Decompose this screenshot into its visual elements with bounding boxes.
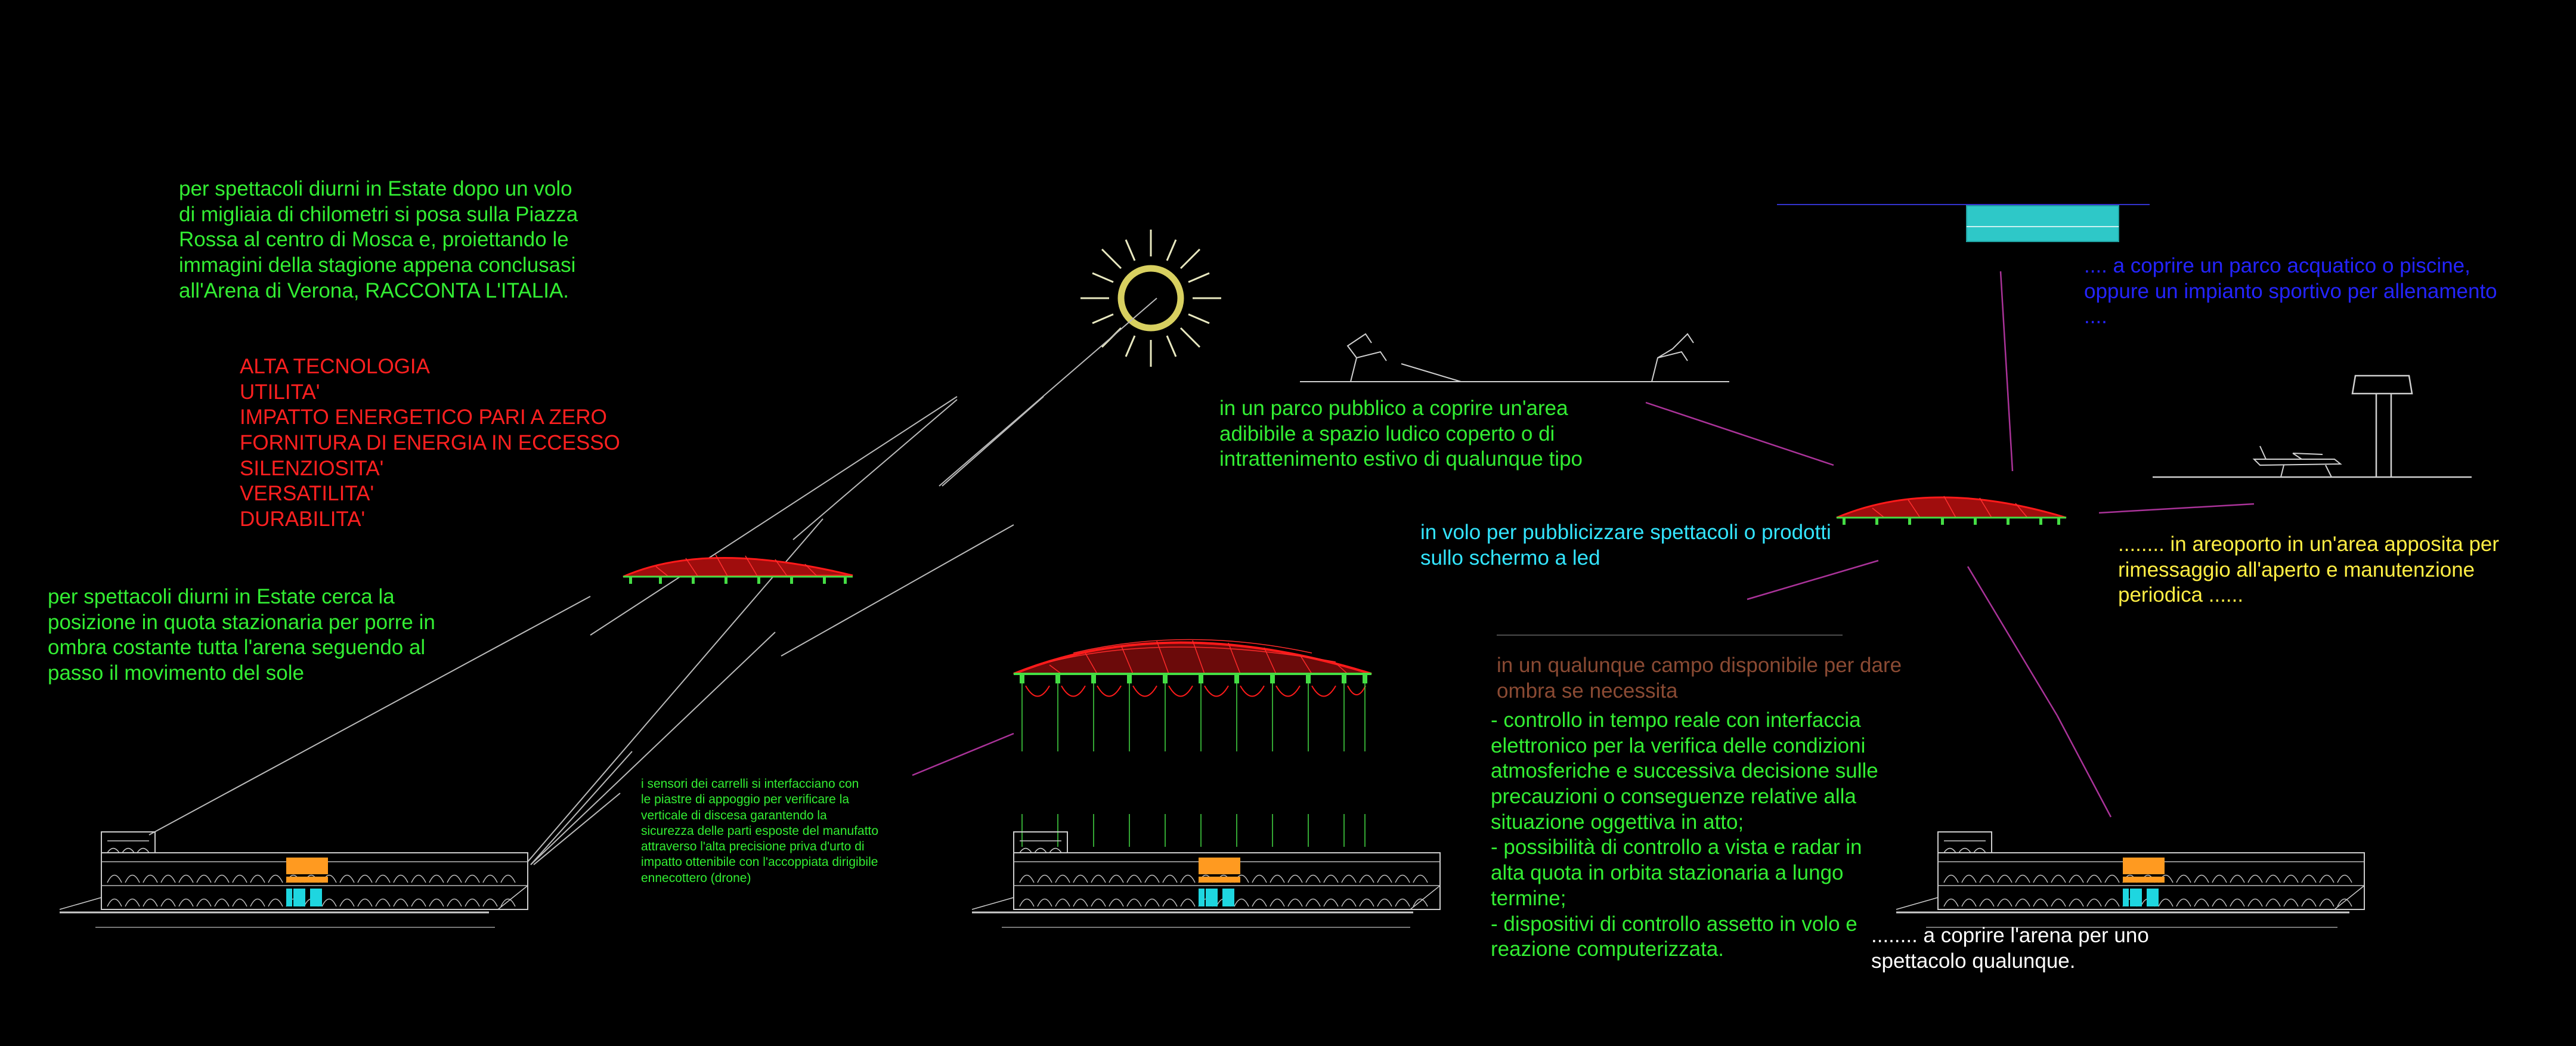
sensors-description: i sensori dei carrelli si interfacciano … [641, 777, 879, 885]
pool-scene [1777, 204, 2150, 242]
arena-elevation-center [971, 831, 1441, 928]
connector-lines [912, 271, 2255, 818]
arena-elevation-right [1896, 831, 2365, 928]
control-description: - controllo in tempo reale con interfacc… [1491, 708, 1878, 961]
park-description: in un parco pubblico a coprire un'area a… [1219, 397, 1583, 471]
airport-scene [2153, 375, 2472, 478]
airplane-icon [2252, 445, 2342, 478]
sun-ray-lines [148, 298, 1157, 865]
small-dome-left [623, 554, 853, 584]
park-scene [1300, 333, 1729, 382]
features-list: ALTA TECNOLOGIA UTILITA' IMPATTO ENERGET… [240, 355, 620, 531]
arena-description: ........ a coprire l'arena per uno spett… [1871, 924, 2149, 973]
field-description: in un qualunque campo disponibile per da… [1497, 654, 1902, 703]
small-dome-right [1836, 496, 2067, 525]
sun-icon [1080, 230, 1221, 367]
pool-description: .... a coprire un parco acquatico o pisc… [2084, 254, 2497, 329]
moscow-description: per spettacoli diurni in Estate dopo un … [179, 177, 578, 302]
advertise-description: in volo per pubblicizzare spettacoli o p… [1420, 521, 1831, 570]
big-dome-center [1013, 639, 1372, 847]
airport-description: ........ in areoporto in un'area apposit… [2118, 533, 2500, 607]
shade-description: per spettacoli diurni in Estate cerca la… [48, 585, 435, 685]
arena-elevation-left [59, 831, 528, 928]
